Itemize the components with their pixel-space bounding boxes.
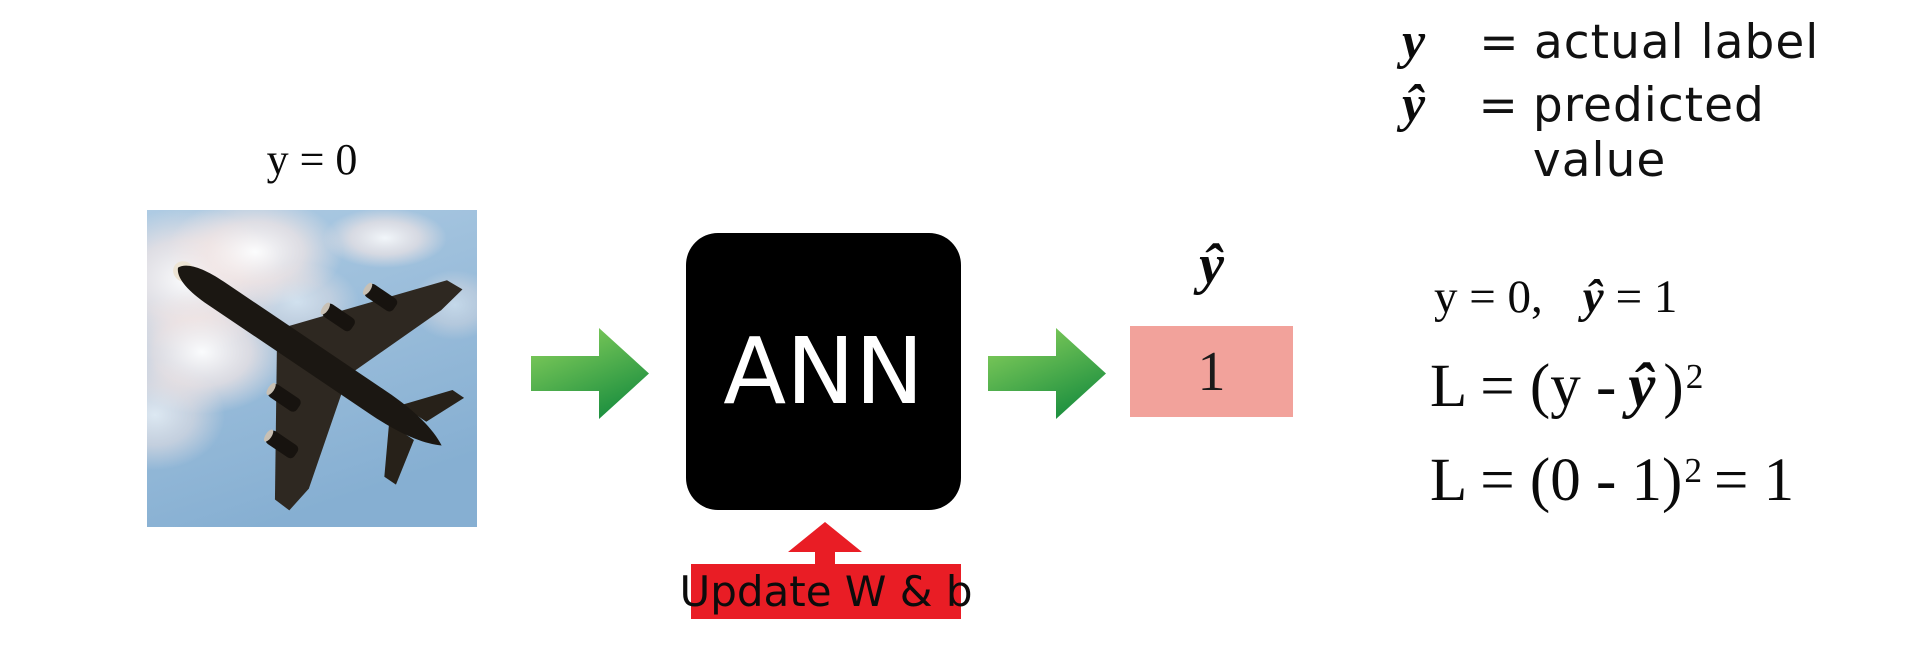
equation-loss-yhat: ŷ bbox=[1628, 353, 1656, 420]
ann-label: ANN bbox=[723, 317, 924, 425]
prediction-value: 1 bbox=[1197, 340, 1226, 403]
legend-row-actual: y = actual label bbox=[1396, 12, 1911, 75]
arrow-right-icon bbox=[531, 328, 649, 419]
update-box: Update W & b bbox=[679, 564, 973, 619]
input-label: y = 0 bbox=[266, 135, 358, 184]
update-label: Update W & b bbox=[679, 567, 973, 616]
equation-loss-lhs: L = (y - bbox=[1430, 353, 1617, 420]
legend-equals: = bbox=[1479, 15, 1519, 70]
equation-given-y: y = 0, bbox=[1434, 271, 1543, 323]
equation-loss-paren: ) bbox=[1663, 353, 1684, 420]
legend-equals: = bbox=[1478, 78, 1518, 133]
equation-result: L = (0 - 1)2 = 1 bbox=[1430, 446, 1794, 516]
equation-loss: L = (y -ŷ)2 bbox=[1430, 352, 1703, 422]
equation-given: y = 0, ŷ= 1 bbox=[1434, 270, 1677, 324]
legend-row-predicted: ŷ = predicted value bbox=[1396, 75, 1911, 188]
legend-text-actual: actual label bbox=[1534, 15, 1820, 70]
equation-given-yhat: ŷ bbox=[1582, 271, 1604, 323]
ann-box: ANN bbox=[686, 233, 961, 510]
airplane-silhouette bbox=[173, 261, 465, 511]
equation-loss-exponent: 2 bbox=[1685, 356, 1704, 397]
equation-result-lhs: L = (0 - 1) bbox=[1430, 447, 1683, 514]
legend-symbol-y: y bbox=[1402, 13, 1426, 70]
equation-result-value: = 1 bbox=[1714, 447, 1795, 514]
prediction-symbol: ŷ bbox=[1199, 234, 1224, 296]
equation-result-exponent: 2 bbox=[1684, 450, 1703, 491]
legend-symbol-yhat: ŷ bbox=[1402, 76, 1426, 133]
arrow-up-icon bbox=[788, 522, 862, 566]
legend: y = actual label ŷ = predicted value bbox=[1396, 12, 1911, 188]
arrow-right-icon bbox=[988, 328, 1106, 419]
airplane-photo bbox=[147, 210, 477, 527]
prediction-box: 1 bbox=[1130, 326, 1293, 417]
equation-given-value: = 1 bbox=[1615, 271, 1678, 323]
legend-text-predicted: predicted value bbox=[1532, 78, 1765, 188]
